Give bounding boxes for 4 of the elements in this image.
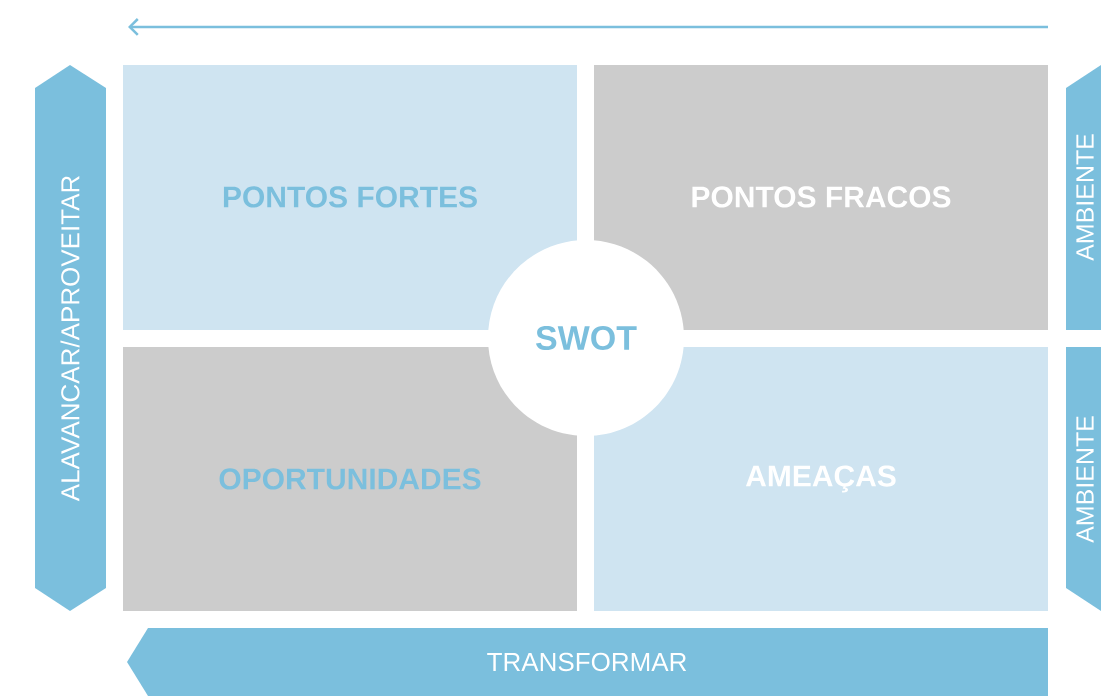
arrow-band: TRANSFORMAR	[127, 628, 1048, 696]
hexagon-band: ALAVANCAR/APROVEITAR	[35, 65, 106, 611]
side-band: AMBIENTE	[1066, 347, 1101, 611]
side-band: AMBIENTE	[1066, 65, 1101, 330]
